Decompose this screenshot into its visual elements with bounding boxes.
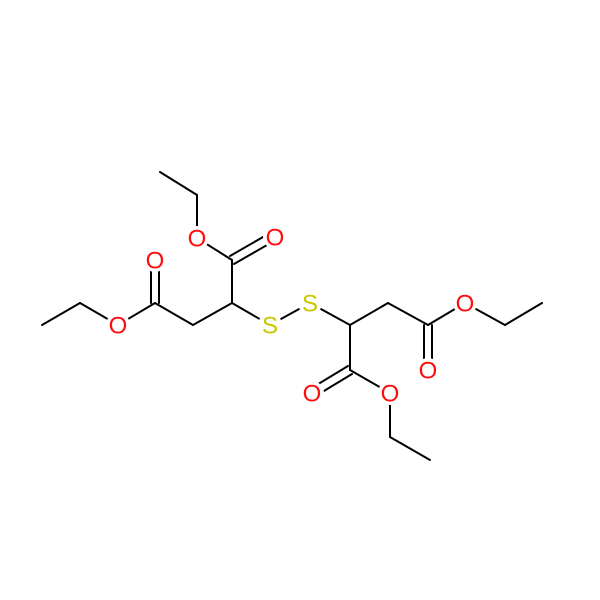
atom-background — [143, 248, 167, 272]
oxygen-atom-label: O — [146, 248, 165, 275]
bond — [41, 302, 81, 326]
bond — [192, 302, 233, 326]
atom-background — [298, 291, 322, 315]
bond — [349, 302, 389, 326]
oxygen-atom-label: O — [381, 381, 400, 408]
atom-background — [106, 313, 130, 337]
atom-background — [416, 358, 440, 382]
atom-background — [300, 381, 324, 405]
sulfur-atom-label: S — [262, 313, 278, 340]
oxygen-atom-label: O — [188, 226, 207, 253]
oxygen-atom-label: O — [109, 313, 128, 340]
sulfur-atom-label: S — [302, 291, 318, 318]
bond — [154, 302, 194, 326]
atom-background — [453, 291, 477, 315]
bond — [387, 302, 429, 326]
atom-background — [263, 225, 287, 249]
bond — [389, 436, 431, 461]
bond — [159, 171, 198, 196]
atom-background — [378, 381, 402, 405]
oxygen-atom-label: O — [456, 291, 475, 318]
atom-background — [258, 313, 282, 337]
bond — [504, 302, 543, 326]
oxygen-atom-label: O — [303, 381, 322, 408]
oxygen-atom-label: O — [419, 358, 438, 385]
oxygen-atom-label: O — [266, 225, 285, 252]
atom-background — [185, 226, 209, 250]
